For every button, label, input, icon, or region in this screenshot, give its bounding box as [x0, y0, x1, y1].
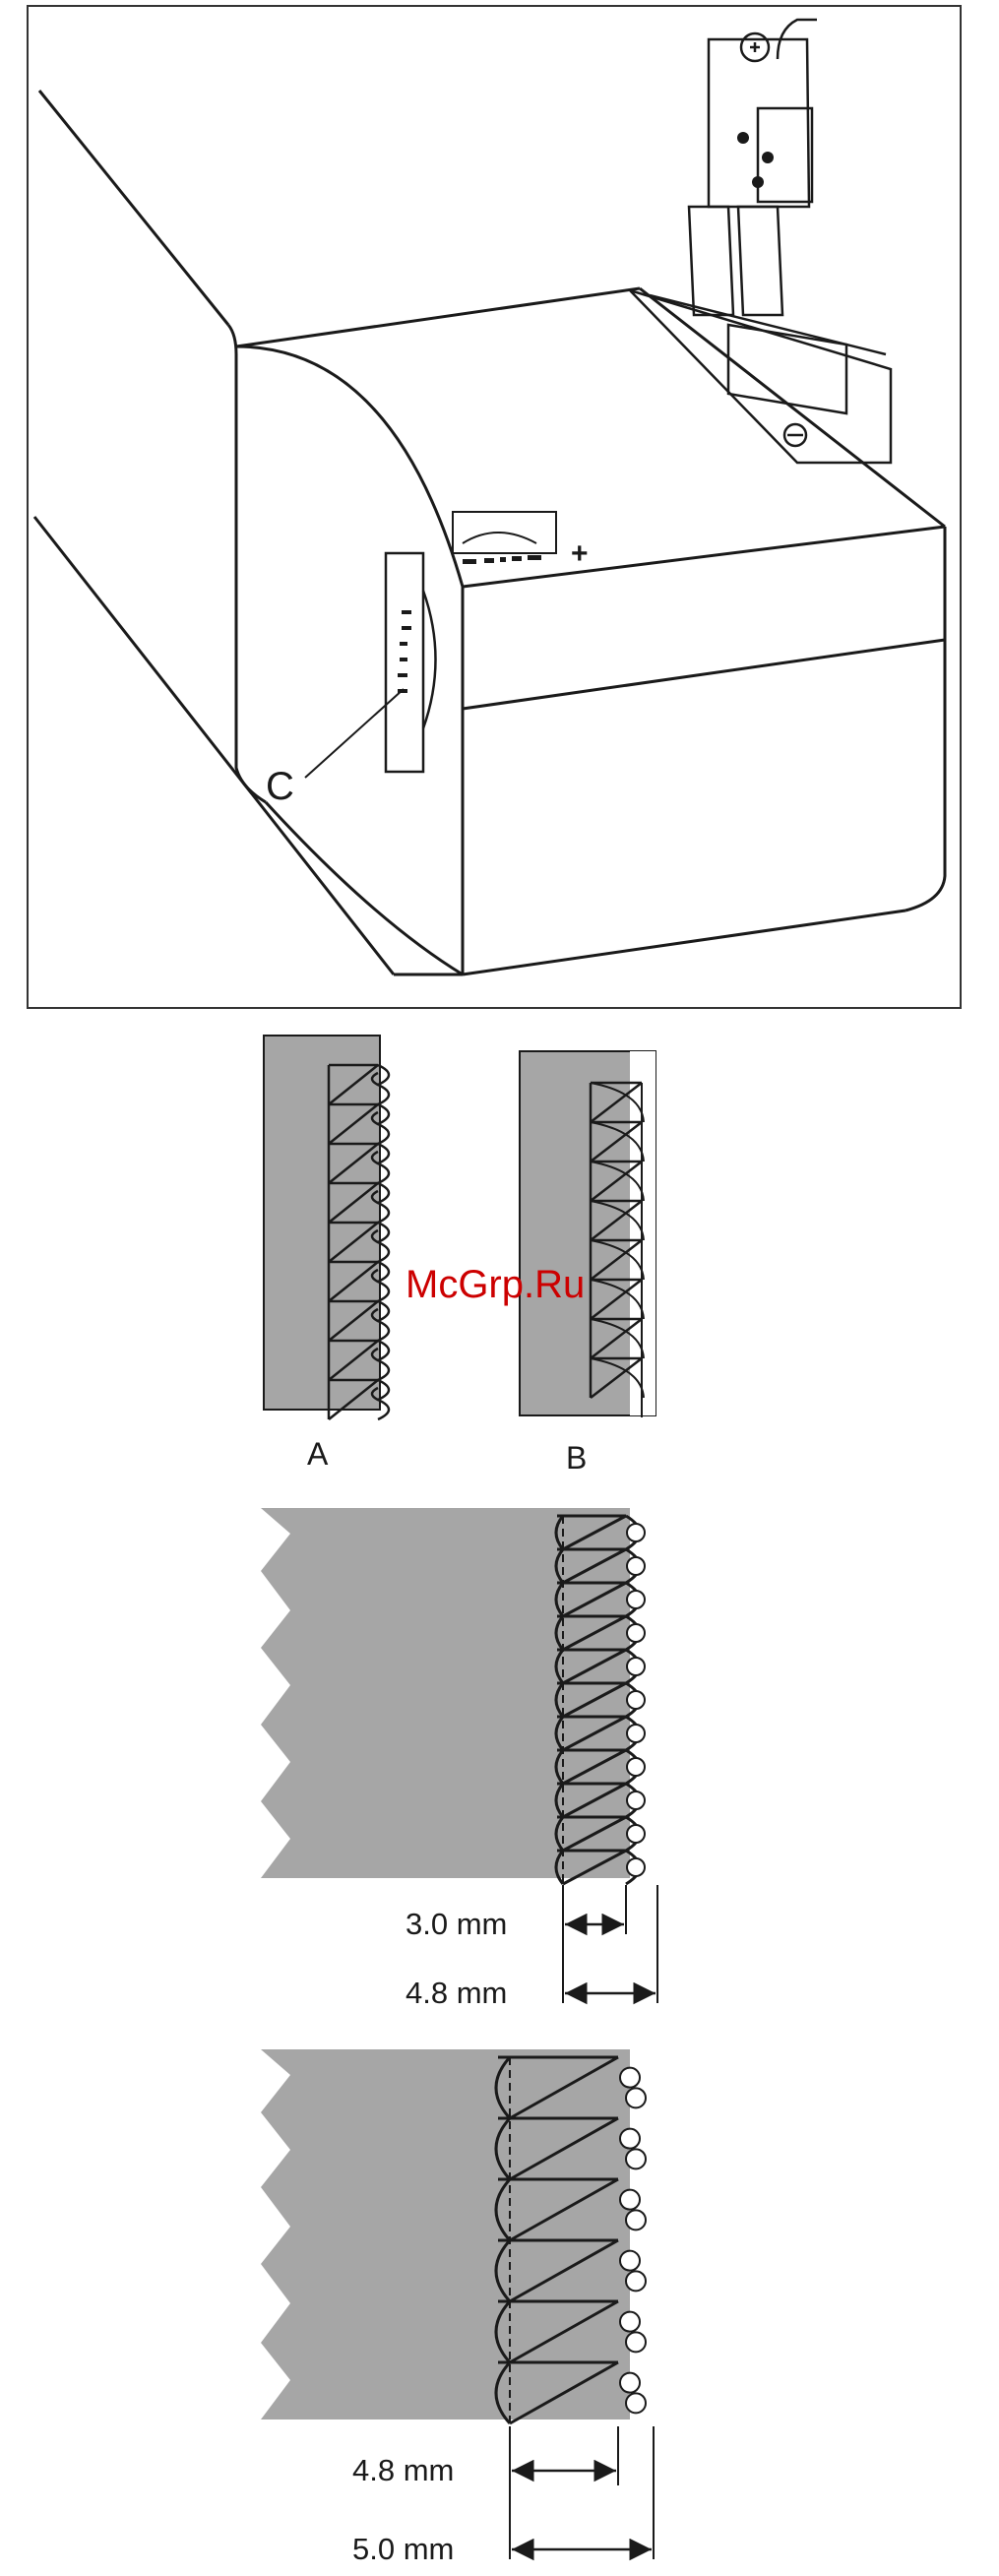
- dial-markings: [398, 610, 411, 693]
- loop-bead: [620, 2129, 640, 2149]
- loop-bead: [627, 1524, 645, 1541]
- loop-bead: [626, 2088, 646, 2107]
- presser-foot-assembly: [630, 20, 891, 463]
- loop-bead: [627, 1658, 645, 1675]
- top-dial-scale: [463, 555, 541, 564]
- loop-bead: [620, 2251, 640, 2271]
- dimension-label-inner-wide: 4.8 mm: [352, 2453, 454, 2487]
- loop-bead: [626, 2271, 646, 2291]
- loop-bead: [627, 1591, 645, 1608]
- loop-bead: [626, 2332, 646, 2352]
- loop-bead: [627, 1691, 645, 1709]
- dimension-lines-wide: [510, 2426, 654, 2559]
- loop-bead: [627, 1825, 645, 1843]
- fabric-narrow-edge: [561, 1508, 630, 1878]
- watermark-text: McGrp.Ru: [406, 1263, 585, 1306]
- top-dial-wheel: [463, 533, 536, 543]
- loop-bead: [627, 1858, 645, 1876]
- fabric-narrow: [261, 1508, 561, 1878]
- loop-bead: [620, 2312, 640, 2332]
- top-dial: +: [453, 512, 589, 570]
- top-dial-plus: +: [571, 537, 589, 570]
- machine-figure: C +: [28, 6, 961, 1008]
- dimension-label-inner: 3.0 mm: [406, 1907, 507, 1941]
- loop-bead: [627, 1725, 645, 1742]
- label-a: A: [307, 1436, 329, 1472]
- label-b: B: [566, 1440, 587, 1476]
- loop-bead: [627, 1791, 645, 1809]
- fabric-wide-edge: [512, 2049, 630, 2419]
- swatch-a: A: [264, 1036, 389, 1472]
- stitch-dial-panel: [386, 553, 436, 772]
- dimension-lines-narrow: [563, 1885, 657, 2003]
- loop-bead: [627, 1758, 645, 1776]
- swatch-comparison: A B McGrp.Ru: [264, 1036, 656, 1476]
- loop-bead: [620, 2190, 640, 2210]
- loop-bead: [627, 1557, 645, 1575]
- loop-bead: [620, 2373, 640, 2393]
- dimension-label-outer-wide: 5.0 mm: [352, 2532, 454, 2566]
- loop-bead: [626, 2393, 646, 2413]
- loop-bead: [626, 2210, 646, 2230]
- dial-wheel: [423, 591, 436, 728]
- fabric-wide: [261, 2049, 512, 2419]
- figure-frame: [28, 6, 961, 1008]
- callout-label-c: C: [266, 765, 294, 808]
- dial-window: [386, 553, 423, 772]
- callout-leader: [305, 689, 404, 778]
- presser-foot-bolts: [737, 132, 774, 188]
- loop-bead: [620, 2068, 640, 2088]
- stitch-width-figure-narrow: 3.0 mm 4.8 mm: [261, 1508, 657, 2010]
- stitch-width-figure-wide: 4.8 mm 5.0 mm: [261, 2049, 654, 2566]
- loop-bead: [627, 1624, 645, 1642]
- dimension-label-outer: 4.8 mm: [406, 1976, 507, 2010]
- loop-bead: [626, 2149, 646, 2168]
